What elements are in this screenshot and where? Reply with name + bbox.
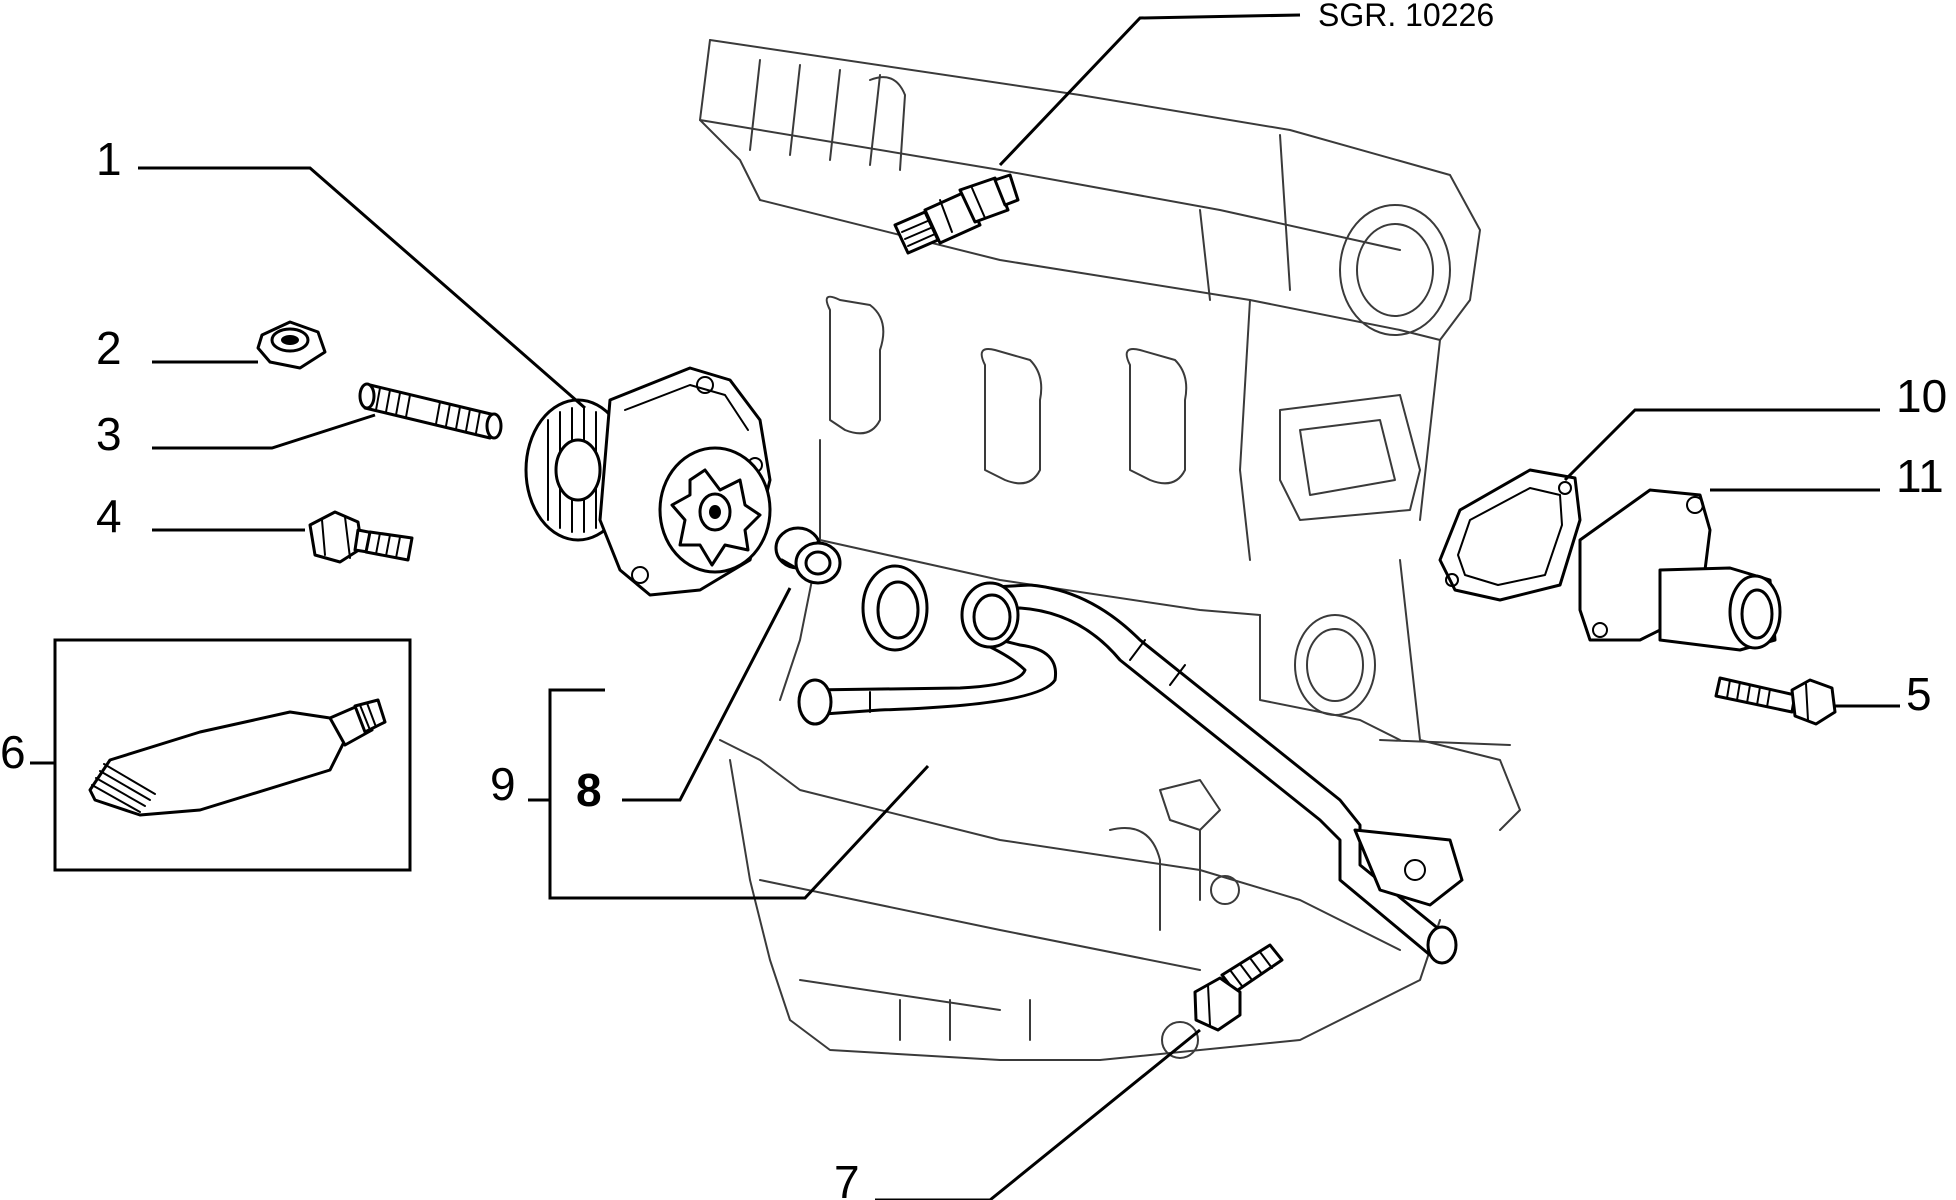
callout-9: 9 [490, 758, 516, 810]
connector-sleeve [774, 526, 842, 585]
threaded-stud [358, 382, 503, 440]
callout-4: 4 [96, 490, 122, 542]
callout-11: 11 [1896, 450, 1944, 502]
callout-3: 3 [96, 408, 122, 460]
hex-bolt-housing [1714, 676, 1837, 726]
callout-5: 5 [1906, 668, 1932, 720]
leader-lines [30, 13, 1900, 1200]
callout-7: 7 [834, 1156, 860, 1200]
thermostat-housing [1578, 488, 1782, 652]
hex-bolt-block [1193, 943, 1284, 1032]
flange-gasket [1438, 468, 1582, 602]
coolant-pipe [797, 581, 1464, 965]
callout-6: 6 [0, 726, 26, 778]
callout-10: 10 [1896, 370, 1947, 422]
hex-nut [256, 320, 327, 370]
reference-code: SGR. 10226 [1318, 0, 1494, 33]
engine-block-outline [699, 39, 1521, 1061]
callout-2: 2 [96, 322, 122, 374]
callout-1: 1 [96, 133, 122, 185]
sealant-tube-box [53, 638, 412, 872]
o-ring-seal [861, 564, 929, 652]
hex-bolt-pump [308, 510, 414, 564]
water-pump [524, 366, 772, 597]
callout-8: 8 [576, 764, 602, 816]
temperature-sensor [893, 173, 1020, 255]
